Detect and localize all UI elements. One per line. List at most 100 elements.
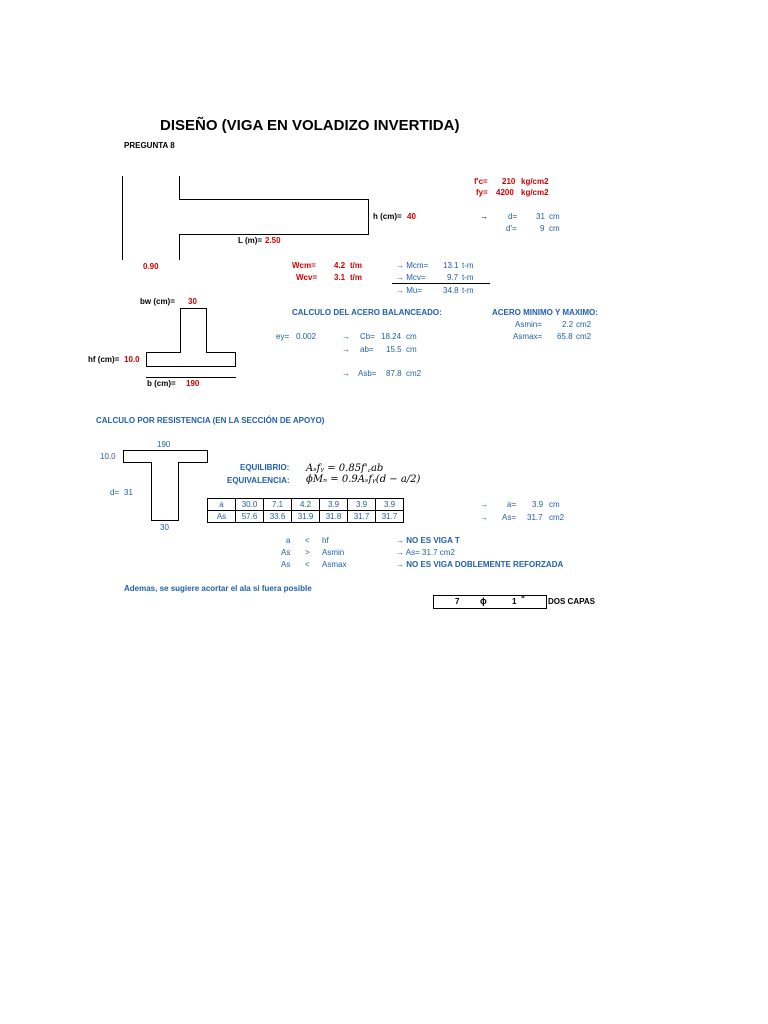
asmin-label: Asmin= bbox=[515, 320, 542, 329]
wcv-value: 3.1 bbox=[334, 273, 346, 282]
equilibrio-formula: Aₛfᵧ = 0.85f'꜀ab bbox=[306, 463, 384, 474]
as-result-unit: cm2 bbox=[549, 513, 565, 522]
table-cell: 30.0 bbox=[235, 498, 264, 511]
asmax-unit: cm2 bbox=[576, 332, 592, 341]
table-cell: 4.2 bbox=[291, 498, 320, 511]
as-result-value: 31.7 bbox=[527, 513, 543, 522]
L-value: 2.50 bbox=[265, 236, 281, 245]
cb-label: Cb= bbox=[360, 332, 375, 341]
wcm-value: 4.2 bbox=[334, 261, 346, 270]
row-label: a bbox=[207, 498, 236, 511]
phi-icon: ϕ bbox=[480, 596, 487, 606]
mu-value: 34.8 bbox=[443, 286, 459, 295]
bw-label: bw (cm)= bbox=[140, 297, 175, 306]
fy-unit: kg/cm2 bbox=[521, 188, 549, 197]
cb-value: 18.24 bbox=[381, 332, 402, 341]
resistance-header: CALCULO POR RESISTENCIA (EN LA SECCIÓN D… bbox=[96, 416, 325, 425]
cb-unit: cm bbox=[406, 332, 417, 341]
check-right: hf bbox=[322, 536, 329, 545]
fy-value: 4200 bbox=[496, 188, 514, 197]
table-cell: 31.7 bbox=[375, 510, 404, 523]
ey-value: 0.002 bbox=[296, 332, 317, 341]
asb-value: 87.8 bbox=[386, 369, 402, 378]
arrow-icon: → bbox=[480, 212, 488, 221]
dp-unit: cm bbox=[549, 224, 560, 233]
hf-value: 10.0 bbox=[124, 355, 140, 364]
mcv-unit: t-m bbox=[462, 273, 474, 282]
question-label: PREGUNTA 8 bbox=[124, 141, 175, 150]
wcm-unit: t/m bbox=[350, 261, 362, 270]
rebar-layers: DOS CAPAS bbox=[548, 597, 595, 606]
b-value: 190 bbox=[186, 379, 200, 388]
table-row: a 30.0 7.1 4.2 3.9 3.9 3.9 bbox=[207, 498, 404, 511]
support-length: 0.90 bbox=[143, 262, 159, 271]
equivalencia-label: EQUIVALENCIA: bbox=[227, 476, 290, 485]
table-row: As 57.6 33.6 31.9 31.8 31.7 31.7 bbox=[207, 510, 404, 523]
mu-label: → Mu= bbox=[396, 286, 423, 295]
minmax-header: ACERO MINIMO Y MAXIMO: bbox=[492, 308, 598, 317]
arrow-icon: → bbox=[342, 332, 350, 341]
table-cell: 57.6 bbox=[235, 510, 264, 523]
d-unit: cm bbox=[549, 212, 560, 221]
iteration-table: a 30.0 7.1 4.2 3.9 3.9 3.9 As 57.6 33.6 … bbox=[207, 498, 404, 523]
arrow-icon: → bbox=[480, 513, 488, 522]
table-cell: 33.6 bbox=[263, 510, 292, 523]
asmin-unit: cm2 bbox=[576, 320, 592, 329]
check-operator: > bbox=[305, 548, 310, 557]
table-cell: 31.7 bbox=[347, 510, 376, 523]
L-label: L (m)= bbox=[238, 236, 263, 245]
arrow-icon: → bbox=[480, 500, 488, 509]
wcm-label: Wcm= bbox=[292, 261, 316, 270]
table-cell: 7.1 bbox=[263, 498, 292, 511]
hf-label: hf (cm)= bbox=[88, 355, 120, 364]
table-cell: 31.8 bbox=[319, 510, 348, 523]
rebar-count: 7 bbox=[455, 597, 460, 606]
asmax-value: 65.8 bbox=[557, 332, 573, 341]
asmin-value: 2.2 bbox=[562, 320, 574, 329]
table-cell: 3.9 bbox=[375, 498, 404, 511]
section-b-value: 190 bbox=[157, 440, 171, 449]
section-d-value: 31 bbox=[124, 488, 133, 497]
rebar-box bbox=[433, 595, 547, 609]
h-label: h (cm)= bbox=[373, 212, 402, 221]
check-result: → NO ES VIGA T bbox=[396, 536, 460, 545]
arrow-icon: → bbox=[342, 345, 350, 354]
page-title: DISEÑO (VIGA EN VOLADIZO INVERTIDA) bbox=[160, 117, 460, 134]
row-label: As bbox=[207, 510, 236, 523]
as-result-label: As= bbox=[502, 513, 517, 522]
ey-label: ey= bbox=[276, 332, 290, 341]
dp-label: d'= bbox=[506, 224, 517, 233]
asb-label: Asb= bbox=[358, 369, 377, 378]
a-result-value: 3.9 bbox=[532, 500, 544, 509]
asmax-label: Asmax= bbox=[513, 332, 543, 341]
a-result-unit: cm bbox=[549, 500, 560, 509]
mcv-value: 9.7 bbox=[447, 273, 459, 282]
note-text: Ademas, se sugiere acortar el ala si fue… bbox=[124, 584, 312, 593]
check-result: → As= 31.7 cm2 bbox=[396, 548, 455, 557]
asb-unit: cm2 bbox=[406, 369, 422, 378]
table-cell: 3.9 bbox=[319, 498, 348, 511]
rebar-size: 1 bbox=[512, 597, 517, 606]
mu-unit: t-m bbox=[462, 286, 474, 295]
check-operator: < bbox=[305, 560, 310, 569]
check-left: a bbox=[286, 536, 291, 545]
dp-value: 9 bbox=[540, 224, 545, 233]
arrow-icon: → bbox=[342, 369, 350, 378]
b-label: b (cm)= bbox=[147, 379, 176, 388]
rebar-inch-mark: " bbox=[521, 595, 525, 604]
ab-unit: cm bbox=[406, 345, 417, 354]
a-result-label: a= bbox=[507, 500, 517, 509]
equilibrio-label: EQUILIBRIO: bbox=[240, 463, 290, 472]
section-bw-value: 30 bbox=[160, 523, 169, 532]
fc-value: 210 bbox=[502, 177, 516, 186]
check-right: Asmax bbox=[322, 560, 347, 569]
fc-unit: kg/cm2 bbox=[521, 177, 549, 186]
table-cell: 31.9 bbox=[291, 510, 320, 523]
bw-value: 30 bbox=[188, 297, 197, 306]
check-left: As bbox=[281, 560, 291, 569]
d-label: d= bbox=[508, 212, 518, 221]
mcm-label: → Mcm= bbox=[396, 261, 429, 270]
h-value: 40 bbox=[407, 212, 416, 221]
mcv-label: → Mcv= bbox=[396, 273, 426, 282]
balanced-header: CALCULO DEL ACERO BALANCEADO: bbox=[292, 308, 442, 317]
